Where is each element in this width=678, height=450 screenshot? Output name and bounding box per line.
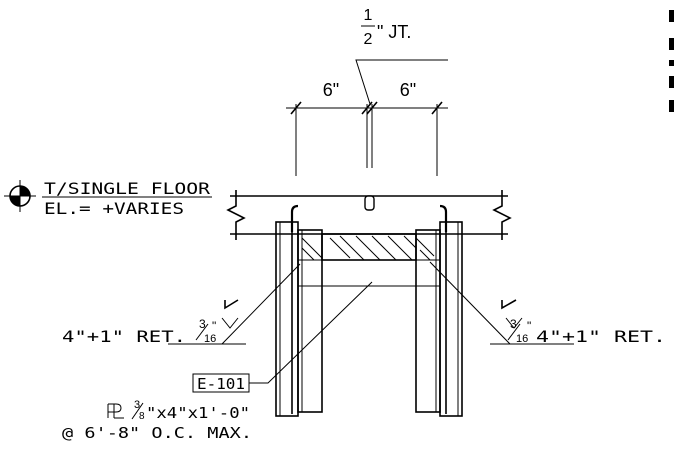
connection-plate <box>298 233 440 287</box>
dim-tick <box>361 101 373 115</box>
cropped-text-fragments <box>669 10 674 112</box>
joint-fraction-denominator: 2 <box>364 31 373 48</box>
dimension-set: 6" 6" <box>286 80 448 176</box>
break-line-right <box>492 190 512 240</box>
weld-leader-left <box>221 263 301 345</box>
dimension-right-label: 6" <box>400 80 416 100</box>
weld-right-frac-den: 16 <box>516 333 528 345</box>
detail-tag: E-101 <box>197 375 245 393</box>
plate-frac-den: 8 <box>139 411 145 422</box>
plate-leader <box>249 281 373 384</box>
plate-hatch <box>387 235 413 261</box>
weld-left-frac-slash <box>195 323 209 341</box>
left-hook <box>290 204 299 232</box>
plate-frac-slash <box>131 402 144 420</box>
weld-left-frac-num: 3 <box>199 317 206 331</box>
left-web <box>297 229 323 413</box>
plate-spacing-text: @ 6'-8" O.C. MAX. <box>62 424 252 442</box>
weld-left-frac-den: 16 <box>204 333 216 345</box>
elevation-target-quadrant <box>10 196 20 206</box>
plate-hatch <box>371 235 397 261</box>
plate-hatch <box>403 235 417 249</box>
plate-size-text: "x4"x1'-0" <box>146 404 250 422</box>
plate-hatch <box>339 235 365 261</box>
floor-slab <box>226 190 512 240</box>
dim-tick <box>431 101 443 115</box>
joint-leader <box>355 59 448 105</box>
right-flange <box>439 221 463 417</box>
fillet-weld-right-icon <box>505 317 523 329</box>
right-hook <box>439 204 448 232</box>
dim-tick <box>290 101 302 115</box>
weld-symbol-right: 3 16 " 4"+1" RET. <box>429 261 666 346</box>
weld-leader-right <box>429 261 511 345</box>
fillet-weld-left-icon <box>221 317 239 329</box>
joint-label-suffix: " JT. <box>377 22 411 42</box>
break-line-left <box>226 190 246 240</box>
plate-frac-num: 3 <box>134 399 140 411</box>
weld-right-text: 4"+1" RET. <box>536 327 666 346</box>
elevation-target-quadrant <box>20 186 30 196</box>
joint-fraction-numerator: 1 <box>364 7 373 24</box>
slab-joint <box>364 195 375 211</box>
left-flange <box>275 221 299 417</box>
weld-left-text: 4"+1" RET. <box>62 327 186 346</box>
right-channel <box>415 204 463 417</box>
plate-outline <box>321 233 417 261</box>
weld-left-frac-suffix: " <box>212 319 216 333</box>
weld-symbol-left: 4"+1" RET. 3 16 " <box>62 263 301 346</box>
weld-hatch-right <box>419 249 431 261</box>
weld-hatch-left <box>301 237 323 259</box>
weld-right-frac-slash <box>507 323 521 341</box>
plate-hatch <box>329 237 351 259</box>
weld-right-frac-num: 3 <box>510 317 517 331</box>
dimension-left-label: 6" <box>323 80 339 100</box>
floor-label-line2: EL.= +VARIES <box>44 199 184 218</box>
floor-label-line1: T/SINGLE FLOOR <box>44 179 210 198</box>
weld-flag-right-icon <box>501 299 517 310</box>
plate-symbol-icon <box>107 403 124 419</box>
weld-right-frac-suffix: " <box>527 319 531 333</box>
floor-elevation-marker: T/SINGLE FLOOR EL.= +VARIES <box>4 179 212 218</box>
left-channel <box>275 204 323 417</box>
weld-flag-left-icon <box>224 299 239 310</box>
weld-hatch-right <box>415 237 435 257</box>
plate-callout: E-101 PL 3 8 "x4"x1'-0" @ 6'-8" O.C. MAX… <box>62 281 373 442</box>
plate-hatch <box>355 235 381 261</box>
joint-callout: 1 2 " JT. <box>355 7 448 105</box>
dim-tick <box>366 101 378 115</box>
weld-hatch-left <box>301 247 315 261</box>
